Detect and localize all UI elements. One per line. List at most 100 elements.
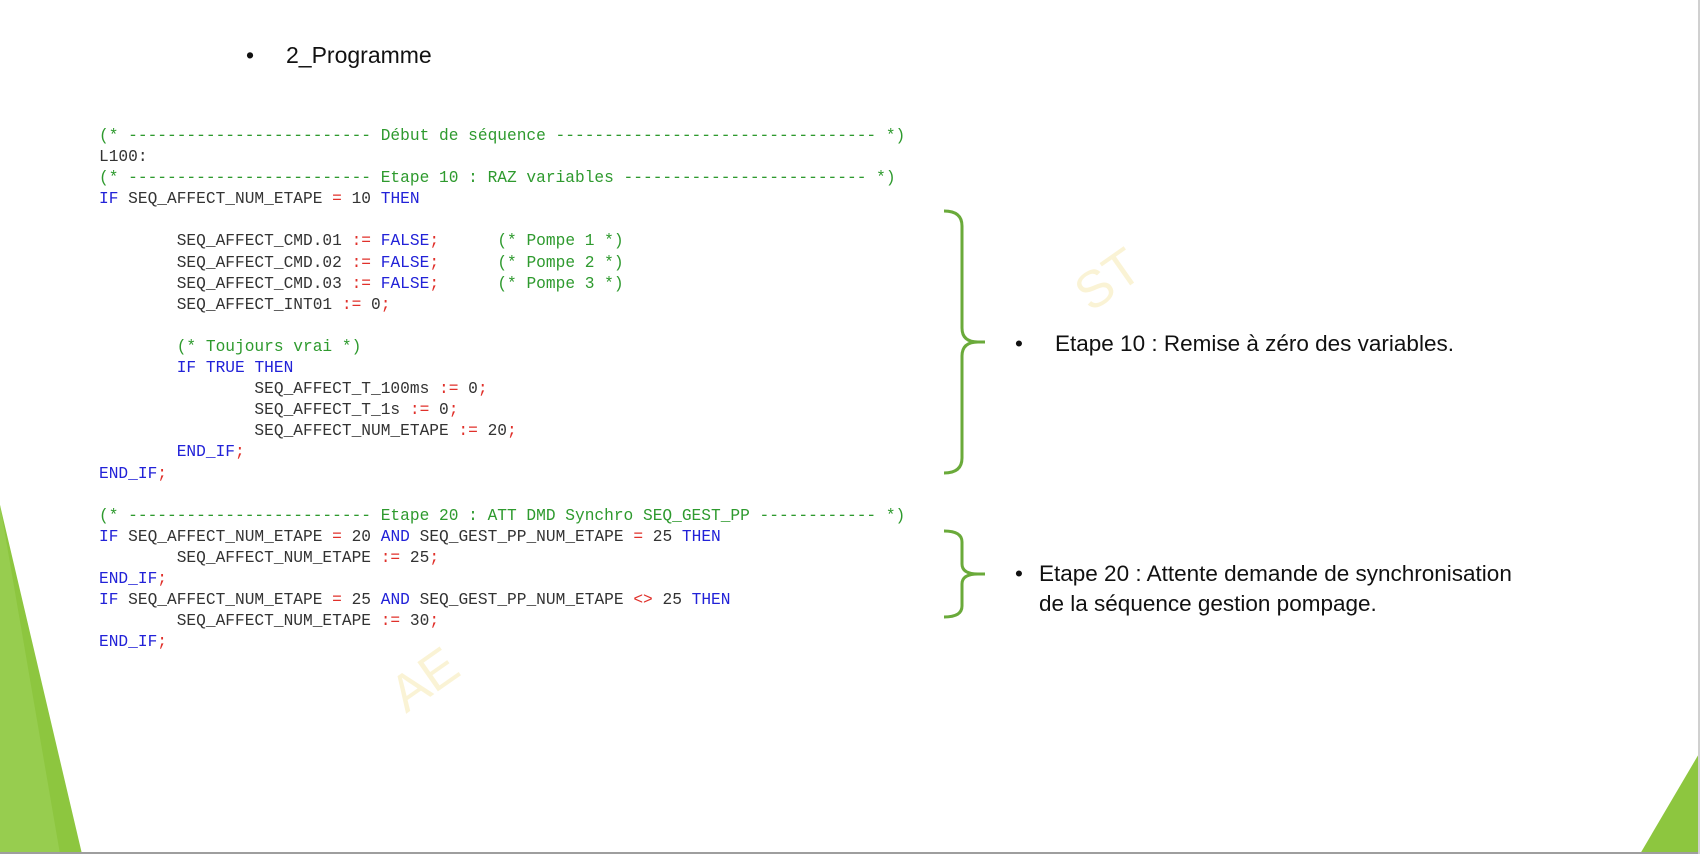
code-token: ; <box>157 464 168 483</box>
code-line: IF TRUE THEN <box>99 358 905 379</box>
code-token: ; <box>429 253 440 272</box>
code-line: SEQ_AFFECT_CMD.03 := FALSE; (* Pompe 3 *… <box>99 274 905 295</box>
code-line: IF SEQ_AFFECT_NUM_ETAPE = 20 AND SEQ_GES… <box>99 527 905 548</box>
code-listing: (* ------------------------- Début de sé… <box>99 126 905 653</box>
code-token: SEQ_AFFECT_CMD.01 <box>99 232 352 251</box>
title-bullet: • <box>246 42 255 68</box>
code-token: ; <box>448 401 459 420</box>
note-etape20: •Etape 20 : Attente demande de synchroni… <box>1015 559 1512 619</box>
code-token: (* ------------------------- Etape 10 : … <box>99 169 896 188</box>
code-token: = <box>332 527 342 546</box>
code-token: AND <box>380 591 410 610</box>
note-etape10-text: Etape 10 : Remise à zéro des variables. <box>1055 331 1454 356</box>
code-token: IF <box>99 527 119 546</box>
code-token: THEN <box>691 591 731 610</box>
code-token: = <box>332 190 342 209</box>
code-token: END_IF <box>99 569 158 588</box>
code-token: SEQ_AFFECT_T_100ms <box>99 380 439 399</box>
code-token: = <box>633 527 644 546</box>
code-token: = <box>332 591 342 610</box>
code-line <box>99 316 905 337</box>
code-line: END_IF; <box>99 442 905 463</box>
code-token: := <box>409 401 430 420</box>
code-token: ; <box>429 548 440 567</box>
code-token: ; <box>157 633 168 652</box>
code-token <box>245 359 255 377</box>
code-token: SEQ_AFFECT_NUM_ETAPE <box>118 591 333 610</box>
title-text: 2_Programme <box>286 42 432 68</box>
note-bullet: • <box>1015 331 1023 356</box>
note-etape20-line2: de la séquence gestion pompage. <box>1039 591 1377 616</box>
code-token: ; <box>235 443 245 462</box>
code-token: L100: <box>99 148 148 167</box>
code-token: (* Pompe 1 *) <box>497 232 624 251</box>
code-token <box>439 275 497 293</box>
code-token: SEQ_GEST_PP_NUM_ETAPE <box>409 527 634 546</box>
code-token: (* Pompe 3 *) <box>497 274 624 293</box>
code-token: := <box>341 295 362 314</box>
code-token: 25 <box>643 527 682 546</box>
code-line <box>99 210 905 231</box>
code-token <box>439 232 497 250</box>
code-token: SEQ_AFFECT_CMD.03 <box>99 274 352 293</box>
code-token: TRUE <box>205 359 245 378</box>
code-token: 25 <box>400 548 430 567</box>
code-token: ; <box>380 295 391 314</box>
code-line <box>99 485 905 506</box>
code-token: (* Pompe 2 *) <box>497 253 624 272</box>
code-token: := <box>351 253 372 272</box>
bottom-border <box>0 852 1700 854</box>
code-token: THEN <box>380 190 420 209</box>
code-token: SEQ_AFFECT_NUM_ETAPE <box>99 612 381 631</box>
code-token: SEQ_AFFECT_NUM_ETAPE <box>99 548 381 567</box>
code-token: AND <box>380 527 410 546</box>
code-token: 0 <box>429 401 449 420</box>
brace-etape10 <box>943 209 985 475</box>
code-token: ; <box>477 380 488 399</box>
code-token: END_IF <box>99 633 158 652</box>
code-token: := <box>380 612 401 631</box>
code-token: FALSE <box>380 253 430 272</box>
code-line: (* ------------------------- Etape 10 : … <box>99 168 905 189</box>
code-token: ; <box>429 232 440 251</box>
code-line: SEQ_AFFECT_NUM_ETAPE := 30; <box>99 611 905 632</box>
code-token: := <box>458 422 478 441</box>
code-line: IF SEQ_AFFECT_NUM_ETAPE = 25 AND SEQ_GES… <box>99 590 905 611</box>
code-token: 0 <box>458 380 478 399</box>
code-line: END_IF; <box>99 632 905 653</box>
code-token: (* Toujours vrai *) <box>176 337 362 356</box>
code-line: SEQ_AFFECT_CMD.02 := FALSE; (* Pompe 2 *… <box>99 253 905 274</box>
note-etape20-line1: Etape 20 : Attente demande de synchronis… <box>1039 561 1512 586</box>
code-token: SEQ_AFFECT_T_1s <box>99 401 410 420</box>
code-token: IF <box>99 591 119 610</box>
code-token: SEQ_AFFECT_INT01 <box>99 295 342 314</box>
code-token: SEQ_AFFECT_NUM_ETAPE <box>118 190 333 209</box>
left-green-triangle-decoration <box>0 505 82 854</box>
code-line: END_IF; <box>99 569 905 590</box>
code-token: THEN <box>681 527 721 546</box>
code-line: SEQ_AFFECT_NUM_ETAPE := 25; <box>99 548 905 569</box>
code-token: := <box>351 232 372 251</box>
code-token: := <box>380 548 401 567</box>
code-token <box>99 338 177 356</box>
code-line: (* Toujours vrai *) <box>99 337 905 358</box>
code-token: END_IF <box>176 443 236 462</box>
code-line: SEQ_AFFECT_CMD.01 := FALSE; (* Pompe 1 *… <box>99 231 905 252</box>
code-line: END_IF; <box>99 464 905 485</box>
code-token: SEQ_AFFECT_NUM_ETAPE <box>99 422 459 441</box>
code-token: SEQ_AFFECT_NUM_ETAPE <box>118 527 333 546</box>
code-token: SEQ_GEST_PP_NUM_ETAPE <box>409 591 634 610</box>
code-token: ; <box>507 422 517 441</box>
code-token <box>371 254 381 272</box>
brace-etape20 <box>943 529 985 619</box>
code-line: SEQ_AFFECT_NUM_ETAPE := 20; <box>99 421 905 442</box>
code-token: ; <box>429 274 440 293</box>
code-token: ; <box>157 569 168 588</box>
code-token <box>439 254 497 272</box>
code-line: SEQ_AFFECT_T_100ms := 0; <box>99 379 905 400</box>
code-line: SEQ_AFFECT_T_1s := 0; <box>99 400 905 421</box>
code-token: ; <box>429 612 440 631</box>
code-token: FALSE <box>380 274 430 293</box>
